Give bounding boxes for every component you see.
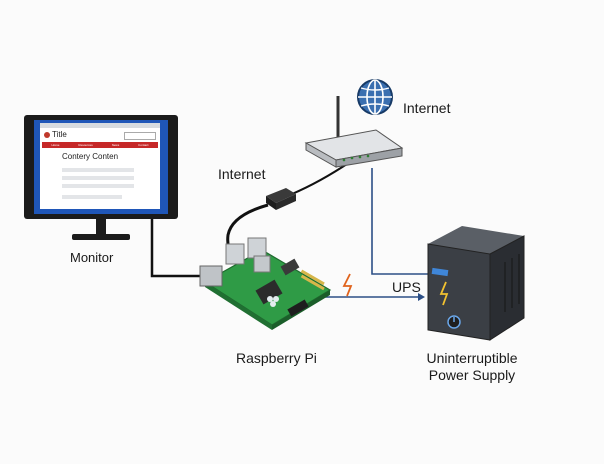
monitor-pi-cable [150, 218, 205, 278]
pi-logo [267, 296, 279, 307]
raspberry-pi [199, 237, 332, 330]
ups-top [428, 226, 524, 254]
page-title: Title [44, 130, 67, 139]
pi-usb-ports [225, 237, 271, 273]
ups-unit [427, 226, 525, 341]
monitor-neck [96, 219, 106, 235]
nav-item: Contact [138, 143, 149, 147]
browser-chrome [40, 123, 160, 128]
site-logo-icon [44, 132, 50, 138]
lightning-icon [342, 273, 353, 297]
content-block [62, 168, 134, 172]
ups-label-line1: Uninterruptible [426, 350, 518, 366]
internet-cable-label: Internet [218, 166, 266, 182]
router-side [335, 147, 403, 168]
router [304, 96, 404, 168]
nav-item: News [111, 143, 120, 147]
content-block [62, 184, 134, 188]
content-block [62, 176, 134, 180]
site-nav: Home Resources News Contact [42, 142, 158, 148]
pi-ethernet-port [199, 265, 223, 287]
content-heading: Contery Conten [62, 152, 119, 161]
pi-gpio-pins [300, 269, 325, 291]
router-adapter-cable [291, 161, 351, 195]
monitor-base [72, 234, 130, 240]
search-box [124, 132, 156, 140]
router-leds [342, 154, 370, 162]
ups-bolt-icon [439, 281, 449, 306]
raspberry-pi-label: Raspberry Pi [236, 350, 317, 366]
network-adapter [266, 188, 296, 210]
nav-item: Resources [78, 143, 93, 147]
ups-display [431, 267, 449, 277]
arrow-head-ups-2 [418, 293, 425, 301]
nav-item: Home [51, 143, 60, 147]
ups-label: UPS [392, 279, 421, 295]
internet-label: Internet [403, 100, 451, 116]
content-block [62, 195, 122, 199]
ups-label-line2: Power Supply [428, 367, 516, 383]
ups-full-label: Uninterruptible Power Supply [412, 350, 532, 384]
pi-chips [255, 258, 309, 317]
browser-window: Title Home Resources News Contact Conter… [40, 123, 160, 209]
router-ups-line [371, 168, 428, 275]
monitor-label: Monitor [70, 250, 114, 265]
ups-side [489, 235, 525, 341]
globe-icon [357, 79, 393, 115]
